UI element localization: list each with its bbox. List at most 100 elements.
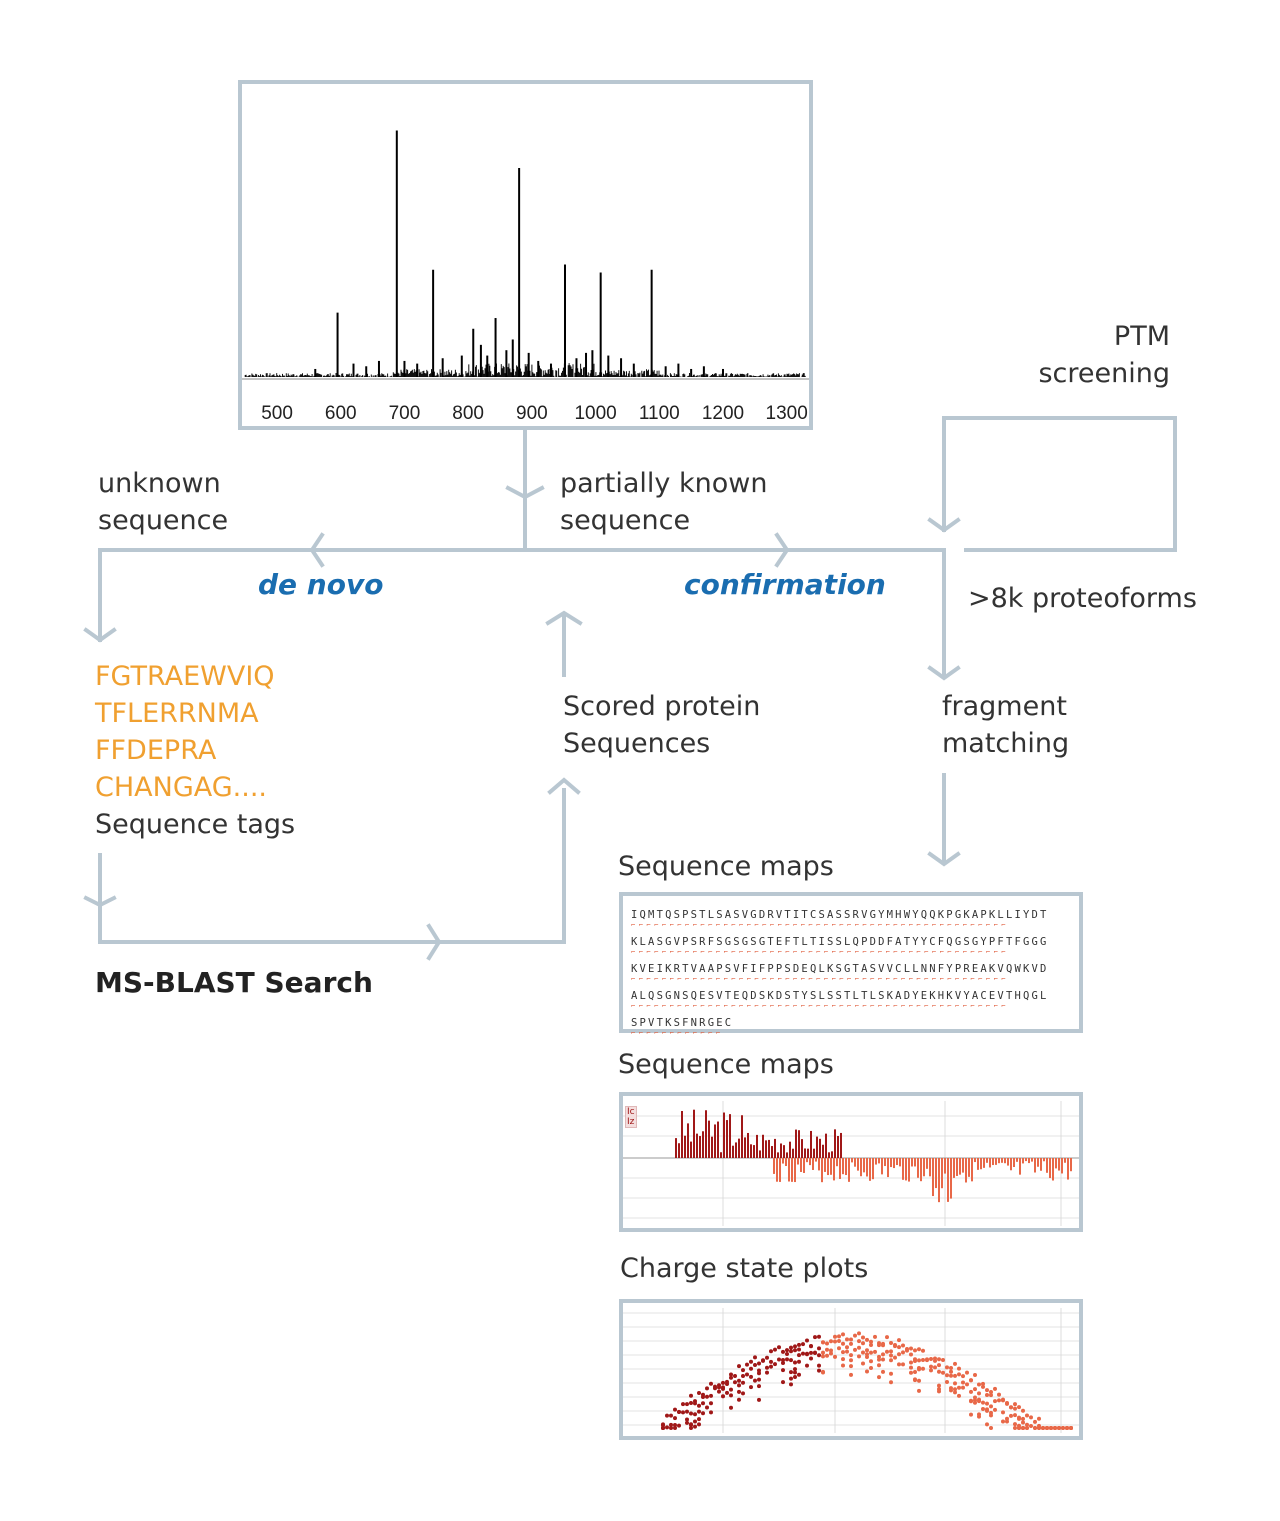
frag-bar-down — [1019, 1158, 1021, 1175]
charge-dot — [865, 1352, 869, 1357]
charge-dot — [685, 1420, 689, 1425]
charge-dot — [897, 1338, 901, 1343]
charge-dot — [929, 1364, 933, 1369]
charge-dot — [733, 1374, 737, 1379]
frag-bar-down — [914, 1158, 916, 1167]
charge-dot — [689, 1422, 693, 1427]
frag-bar-down — [791, 1158, 793, 1182]
charge-dot — [861, 1341, 865, 1346]
sequence-map-row: KVEIKRTVAAPSVFIFPPSDEQLKSGTASVVCLLNNFYPR… — [631, 960, 1073, 987]
charge-dot — [737, 1364, 741, 1369]
charge-dot — [885, 1335, 889, 1340]
frag-bar-down — [1025, 1158, 1027, 1162]
confirmation-label: confirmation — [684, 568, 886, 601]
charge-dot — [793, 1367, 797, 1372]
sequence-tag: FGTRAEWVIQ — [95, 661, 275, 692]
charge-dot — [949, 1373, 953, 1378]
charge-dot — [677, 1423, 681, 1428]
charge-dot — [1037, 1416, 1041, 1421]
charge-dot — [909, 1360, 913, 1365]
frag-bar-up — [702, 1131, 704, 1158]
charge-dot — [901, 1343, 905, 1348]
charge-dot — [841, 1350, 845, 1355]
charge-dot — [889, 1358, 893, 1363]
charge-dot — [949, 1388, 953, 1393]
charge-dot — [709, 1410, 713, 1415]
frag-bar-down — [941, 1158, 943, 1189]
frag-bar-up — [765, 1140, 767, 1158]
frag-bar-up — [729, 1114, 731, 1158]
frag-bar-down — [962, 1158, 964, 1173]
charge-dot — [825, 1341, 829, 1346]
frag-bar-down — [860, 1158, 862, 1177]
frag-bar-down — [965, 1158, 967, 1183]
charge-dot — [973, 1400, 977, 1405]
charge-dot — [697, 1409, 701, 1414]
frag-bar-down — [905, 1158, 907, 1181]
charge-dot — [669, 1426, 673, 1430]
frag-bar-down — [920, 1158, 922, 1182]
frag-bar-down — [800, 1158, 802, 1172]
charge-dot — [937, 1369, 941, 1374]
frag-bar-down — [959, 1158, 961, 1175]
charge-dot — [793, 1344, 797, 1349]
charge-dot — [681, 1402, 685, 1407]
charge-dot — [913, 1359, 917, 1364]
charge-dot — [709, 1401, 713, 1406]
charge-dot — [741, 1391, 745, 1396]
charge-dot — [837, 1334, 841, 1339]
charge-dot — [845, 1349, 849, 1354]
charge-dot — [709, 1393, 713, 1398]
charge-dot — [749, 1366, 753, 1371]
frag-bar-up — [714, 1124, 716, 1158]
charge-dot — [689, 1411, 693, 1416]
charge-dot — [737, 1389, 741, 1394]
charge-dot — [869, 1350, 873, 1355]
charge-dot — [697, 1403, 701, 1408]
charge-dot — [877, 1354, 881, 1359]
charge-dot — [817, 1363, 821, 1368]
charge-dot — [701, 1411, 705, 1416]
sequence-map-panel: IQMTQSPSTLSASVGDRVTITCSASSRVGYMHWYQQKPGK… — [619, 892, 1083, 1037]
charge-dot — [777, 1345, 781, 1350]
charge-dot — [789, 1370, 793, 1375]
charge-dot — [949, 1369, 953, 1374]
charge-dot — [893, 1355, 897, 1360]
charge-dot — [969, 1378, 973, 1383]
charge-dot — [741, 1374, 745, 1379]
charge-dot — [793, 1360, 797, 1365]
charge-dot — [945, 1365, 949, 1370]
frag-bar-down — [896, 1158, 898, 1166]
frag-bar-down — [839, 1158, 841, 1179]
frag-bar-down — [986, 1158, 988, 1163]
charge-dot — [825, 1353, 829, 1358]
charge-dot — [769, 1359, 773, 1364]
charge-dot — [821, 1340, 825, 1345]
sequence-map-row: IQMTQSPSTLSASVGDRVTITCSASSRVGYMHWYQQKPGK… — [631, 906, 1073, 933]
charge-dot — [869, 1359, 873, 1364]
charge-dot — [961, 1374, 965, 1379]
charge-dot — [885, 1349, 889, 1354]
charge-dot — [913, 1348, 917, 1353]
charge-dot — [1025, 1413, 1029, 1418]
charge-dot — [741, 1368, 745, 1373]
sequence-maps-title-2: Sequence maps — [618, 1049, 834, 1080]
charge-dot — [889, 1353, 893, 1358]
charge-dot — [1021, 1408, 1025, 1413]
charge-dot — [861, 1350, 865, 1355]
charge-dot — [949, 1366, 953, 1371]
charge-dot — [849, 1353, 853, 1358]
charge-dot — [809, 1350, 813, 1355]
charge-dot — [977, 1399, 981, 1404]
sequence-map-row: ALQSGNSQESVTEQDSKDSTYSLSSTLTLSKADYEKHKVY… — [631, 987, 1073, 1014]
frag-bar-down — [1013, 1158, 1015, 1168]
charge-dot — [785, 1348, 789, 1353]
frag-bar-down — [884, 1158, 886, 1167]
charge-dot — [665, 1425, 669, 1430]
charge-dot — [781, 1357, 785, 1362]
charge-dot — [749, 1359, 753, 1364]
frag-bar-down — [929, 1158, 931, 1177]
frag-bar-up — [741, 1115, 743, 1158]
charge-dot — [917, 1388, 921, 1393]
